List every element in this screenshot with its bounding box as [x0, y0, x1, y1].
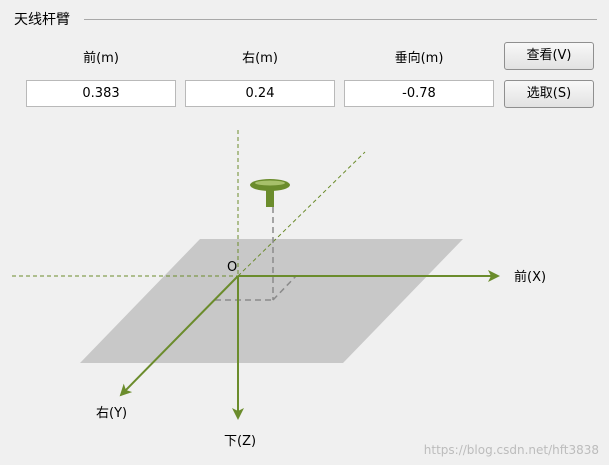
right-axis — [119, 275, 239, 397]
forward-input[interactable] — [26, 80, 176, 107]
horizontal-plane — [80, 239, 463, 363]
watermark: https://blog.csdn.net/hft3838 — [423, 443, 599, 457]
down-axis-label: 下(Z) — [224, 434, 256, 449]
projection-right — [272, 275, 297, 301]
group-title: 天线杆臂 — [14, 9, 76, 29]
vertical-label: 垂向(m) — [394, 51, 444, 66]
forward-axis-label: 前(X) — [514, 269, 546, 285]
select-button[interactable]: 选取(S) — [504, 80, 594, 108]
check-button[interactable]: 查看(V) — [504, 42, 594, 70]
right-input[interactable] — [185, 80, 335, 107]
forward-label: 前(m) — [83, 51, 119, 66]
vertical-input[interactable] — [344, 80, 494, 107]
origin-label: O — [227, 260, 237, 275]
group-divider — [84, 19, 597, 20]
right-axis-label: 右(Y) — [96, 406, 127, 421]
right-label: 右(m) — [242, 51, 278, 66]
diagonal-dashed-line — [237, 151, 366, 277]
antenna-icon — [250, 179, 290, 207]
